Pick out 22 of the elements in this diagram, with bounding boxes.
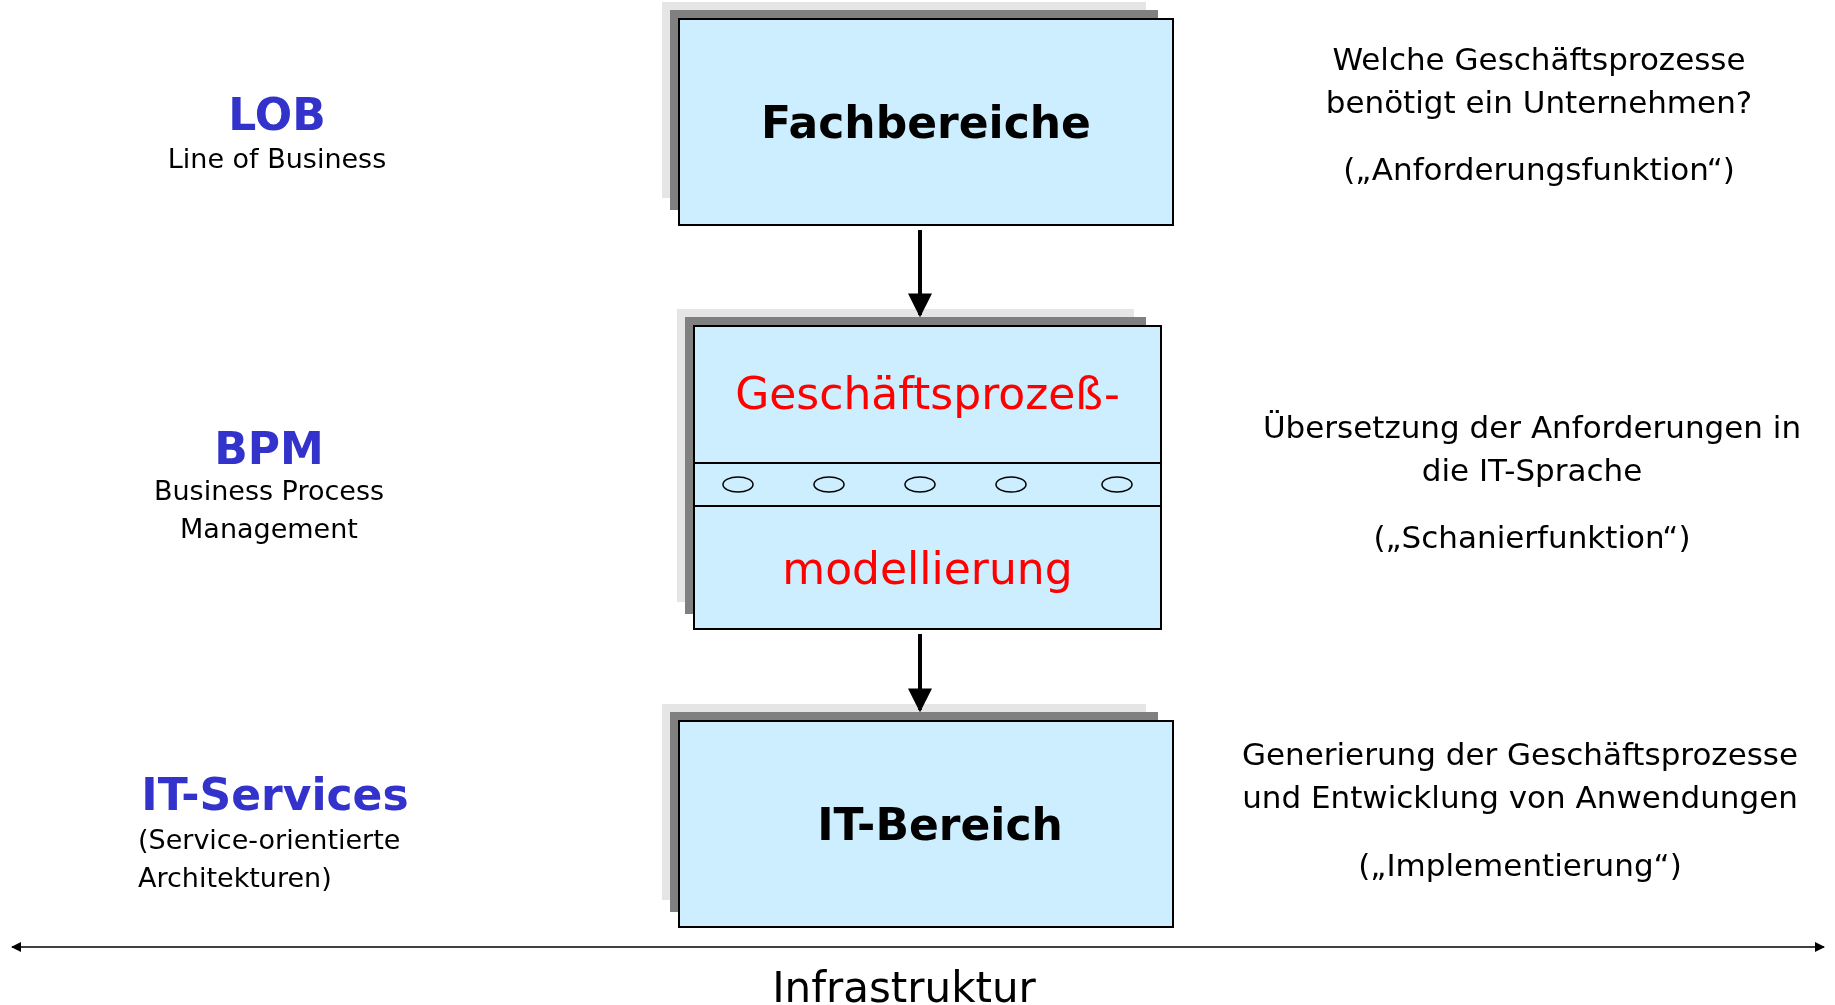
arrow (908, 230, 932, 318)
label-text: Übersetzung der Anforderungen in die IT-Sprache (1261, 408, 1803, 490)
label-text: Business Process Management (152, 474, 386, 546)
axis-label: Infrastruktur (772, 962, 1036, 1005)
label-text: („Schanierfunktion“) (1373, 518, 1691, 557)
label-text: Generierung der Geschäftsprozesse und Entwicklung von Anwendungen (1240, 735, 1800, 817)
layer-heading: BPM (214, 422, 324, 476)
label-text: Welche Geschäftsprozesse benötigt ein Unternehmen? (1324, 40, 1754, 122)
box-title: IT-Bereich (816, 798, 1063, 850)
process-box (693, 325, 1162, 630)
label-text: (Service-orientierte Architekturen) (138, 823, 402, 895)
layer-heading: IT-Services (141, 768, 409, 822)
label-text: Line of Business (167, 142, 387, 176)
box-title: Fachbereiche (761, 96, 1091, 148)
layer-heading: LOB (228, 88, 326, 142)
box-title: modellierung (782, 543, 1073, 595)
label-text: („Implementierung“) (1358, 846, 1682, 885)
label-text: („Anforderungsfunktion“) (1343, 150, 1735, 189)
box-title: Geschäftsprozeß- (735, 368, 1120, 420)
process-box (678, 720, 1174, 928)
process-box (678, 18, 1174, 226)
arrow (908, 634, 932, 713)
